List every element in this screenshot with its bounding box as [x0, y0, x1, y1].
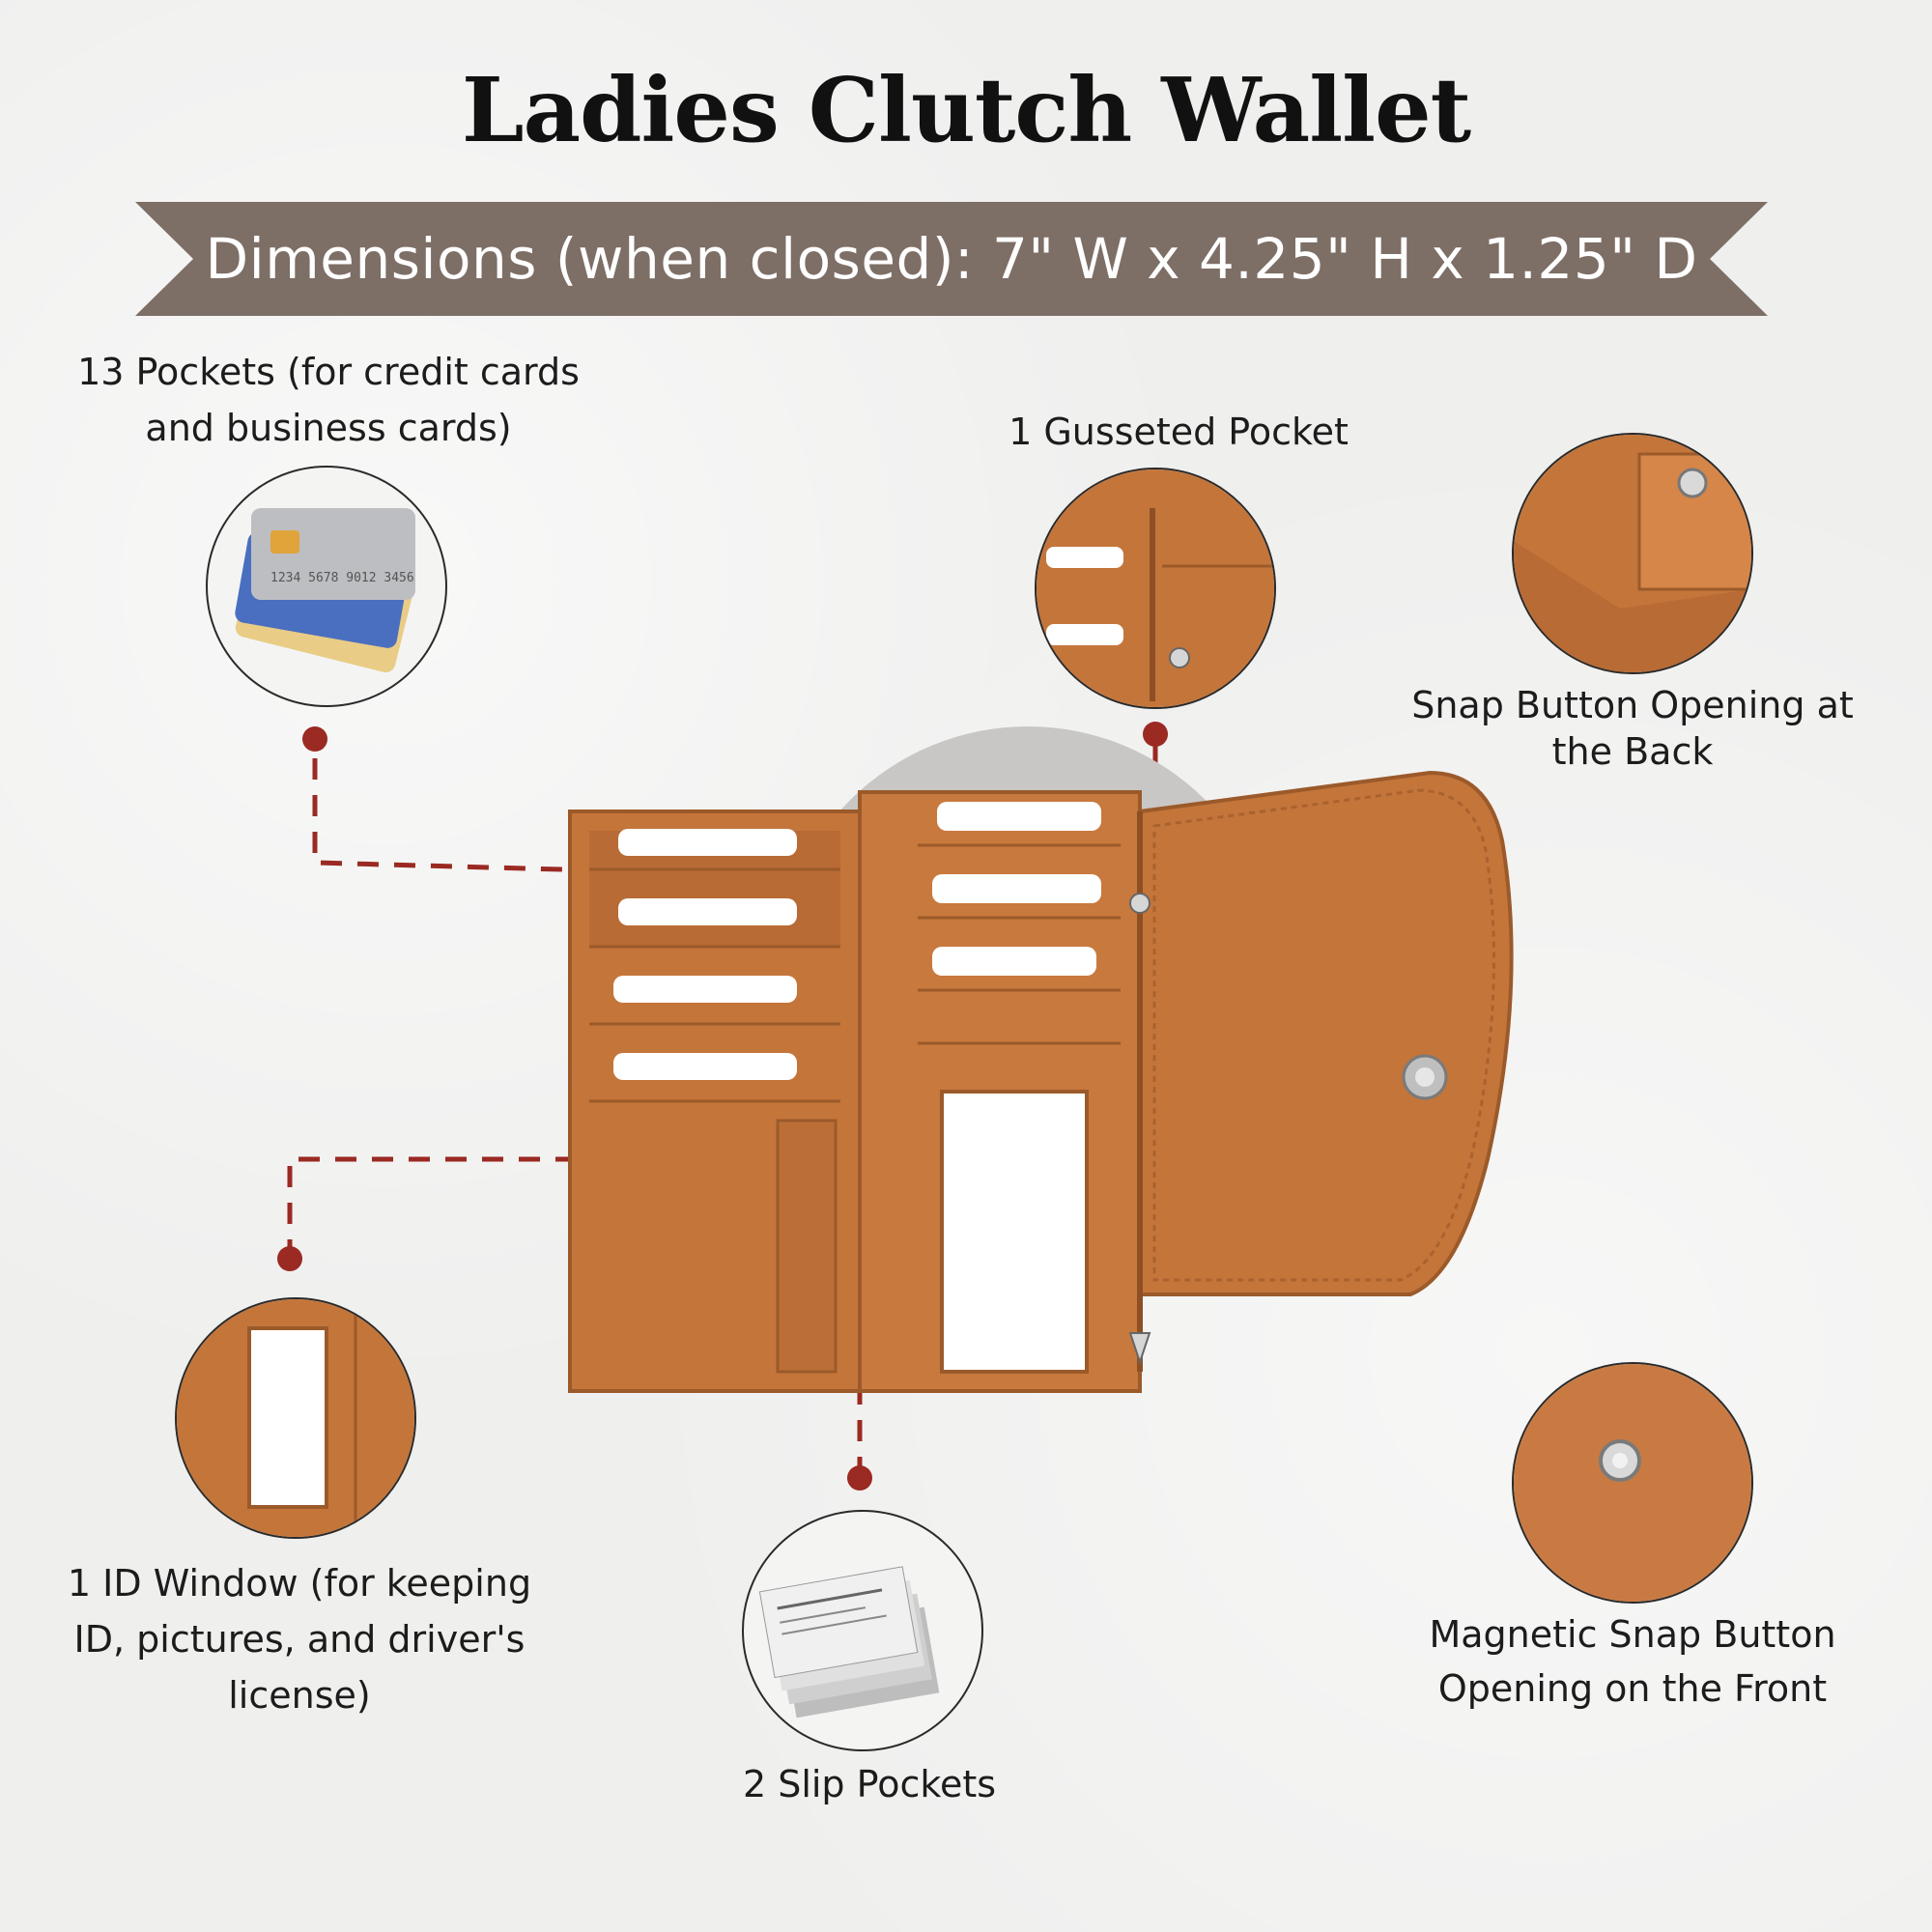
dot-slip-pockets: [847, 1465, 872, 1491]
id-window-circle: [175, 1297, 416, 1539]
id-window-label: 1 ID Window (for keeping ID, pictures, a…: [67, 1562, 532, 1717]
slip-pockets-circle: [742, 1510, 983, 1751]
wallet-image: [568, 770, 1514, 1393]
page-title: Ladies Clutch Wallet: [461, 58, 1471, 162]
snap-back-label: Snap Button Opening at the Back: [1411, 684, 1854, 773]
gusseted-pocket-label: 1 Gusseted Pocket: [1009, 411, 1349, 453]
snap-back-circle: [1512, 433, 1753, 674]
dot-gusseted: [1143, 722, 1168, 747]
dimensions-ribbon: [135, 202, 1768, 316]
pockets-label: 13 Pockets (for credit cards and busines…: [77, 351, 580, 449]
credit-cards-circle: 1234 5678 9012 3456: [206, 466, 447, 707]
credit-cards-icon: 1234 5678 9012 3456: [235, 508, 415, 672]
magnetic-snap-icon: [1514, 1364, 1751, 1602]
dot-id-window: [277, 1246, 302, 1271]
receipts-icon: [758, 1566, 940, 1719]
snap-button-back-icon: [1514, 435, 1751, 672]
slip-pockets-label: 2 Slip Pockets: [742, 1763, 997, 1805]
dot-pockets: [302, 726, 327, 752]
magnetic-snap-circle: [1512, 1362, 1753, 1604]
gusseted-pocket-icon: [1037, 469, 1274, 707]
id-window-icon: [177, 1299, 414, 1537]
gusseted-pocket-circle: [1035, 468, 1276, 709]
dimensions-text: Dimensions (when closed): 7" W x 4.25" H…: [205, 226, 1698, 292]
magnetic-snap-label: Magnetic Snap Button Opening on the Fron…: [1429, 1613, 1836, 1710]
card-number: 1234 5678 9012 3456: [270, 571, 414, 585]
